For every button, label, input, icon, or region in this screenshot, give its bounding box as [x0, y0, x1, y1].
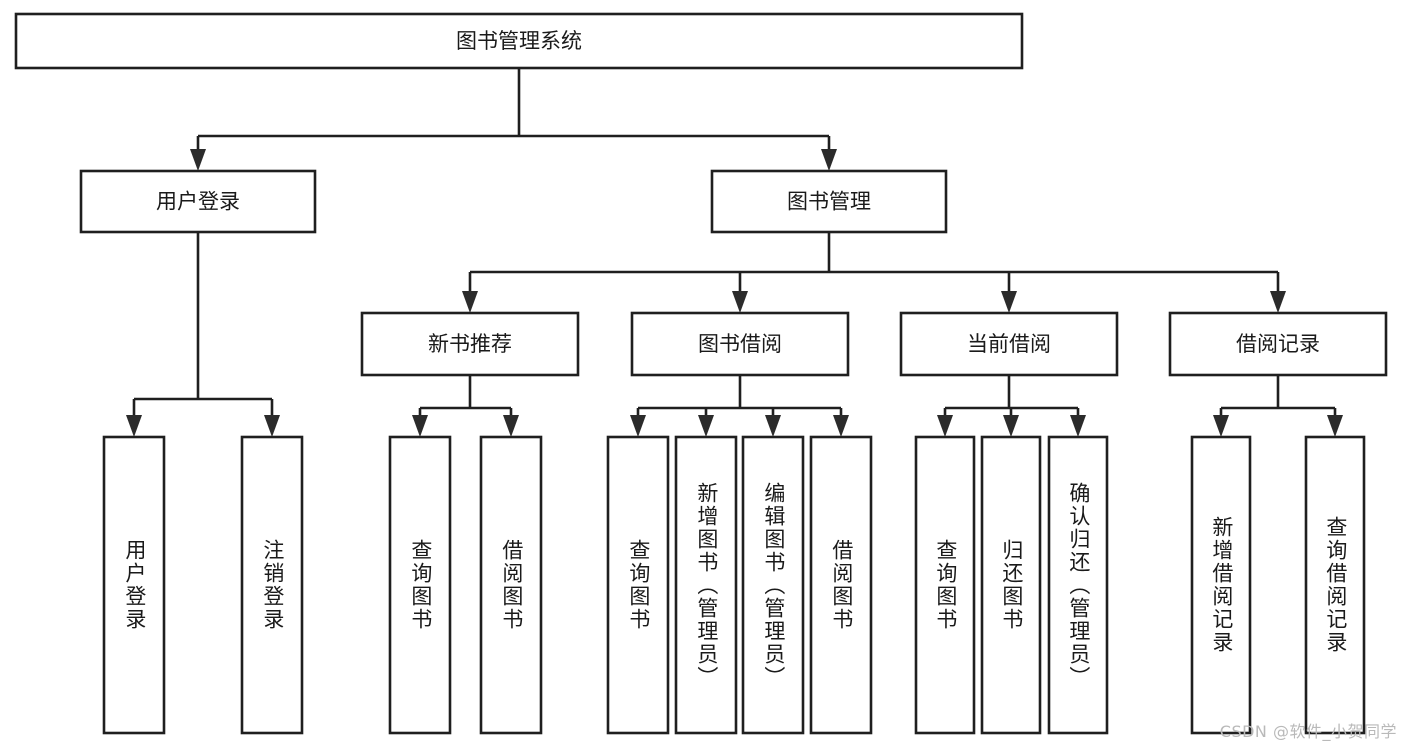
arrow-head-icon — [1327, 415, 1343, 437]
node-box-leaf-borrow-book[interactable] — [809, 435, 873, 735]
arrow-head-icon — [264, 415, 280, 437]
arrow-head-icon — [765, 415, 781, 437]
node-leaf-query-borrow-record[interactable] — [1304, 435, 1366, 735]
node-book-borrow[interactable]: 图书借阅 — [630, 311, 850, 377]
arrow-head-icon — [462, 291, 478, 313]
node-new-book-recommend[interactable]: 新书推荐 — [360, 311, 580, 377]
arrow-head-icon — [833, 415, 849, 437]
node-box-leaf-user-login[interactable] — [102, 435, 166, 735]
node-leaf-query-book-recommend[interactable] — [388, 435, 452, 735]
connector-layer — [126, 68, 1343, 437]
connector-group-root-to-level2 — [190, 68, 837, 171]
connector-group-new-book-recommend-to-leaves — [412, 375, 519, 437]
node-box-current-borrow[interactable] — [899, 311, 1119, 377]
node-label-user-login: 用户登录 — [156, 190, 240, 214]
node-label-borrow-record: 借阅记录 — [1236, 332, 1320, 356]
arrow-head-icon — [937, 415, 953, 437]
node-box-leaf-logout-login[interactable] — [240, 435, 304, 735]
node-current-borrow[interactable]: 当前借阅 — [899, 311, 1119, 377]
node-box-borrow-record[interactable] — [1168, 311, 1388, 377]
node-box-leaf-query-borrow-record[interactable] — [1304, 435, 1366, 735]
node-leaf-edit-book-admin[interactable] — [741, 435, 805, 735]
node-leaf-add-borrow-record[interactable] — [1190, 435, 1252, 735]
node-box-leaf-query-book-borrow[interactable] — [606, 435, 670, 735]
node-label-new-book-recommend: 新书推荐 — [428, 332, 512, 356]
node-box-new-book-recommend[interactable] — [360, 311, 580, 377]
node-label-book-manage: 图书管理 — [787, 190, 871, 214]
connector-group-borrow-record-to-leaves — [1213, 375, 1343, 437]
arrow-head-icon — [126, 415, 142, 437]
node-book-manage[interactable]: 图书管理 — [710, 169, 948, 234]
arrow-head-icon — [1213, 415, 1229, 437]
arrow-head-icon — [1270, 291, 1286, 313]
node-box-leaf-query-book-recommend[interactable] — [388, 435, 452, 735]
node-borrow-record[interactable]: 借阅记录 — [1168, 311, 1388, 377]
arrow-head-icon — [412, 415, 428, 437]
node-label-current-borrow: 当前借阅 — [967, 332, 1051, 356]
connector-group-current-borrow-to-leaves — [937, 375, 1086, 437]
node-leaf-borrow-book-recommend[interactable] — [479, 435, 543, 735]
node-leaf-user-login[interactable] — [102, 435, 166, 735]
node-leaf-return-book[interactable] — [980, 435, 1042, 735]
arrow-head-icon — [190, 149, 206, 171]
node-box-leaf-confirm-return-admin[interactable] — [1047, 435, 1109, 735]
node-label-root: 图书管理系统 — [456, 29, 582, 53]
node-box-book-manage[interactable] — [710, 169, 948, 234]
connector-group-book-borrow-to-leaves — [630, 375, 849, 437]
arrow-head-icon — [1003, 415, 1019, 437]
node-box-root[interactable] — [14, 12, 1024, 70]
node-leaf-query-book-current[interactable] — [914, 435, 976, 735]
node-box-leaf-add-borrow-record[interactable] — [1190, 435, 1252, 735]
node-box-leaf-add-book-admin[interactable] — [674, 435, 738, 735]
node-leaf-confirm-return-admin[interactable] — [1047, 435, 1109, 735]
node-leaf-add-book-admin[interactable] — [674, 435, 738, 735]
arrow-head-icon — [630, 415, 646, 437]
node-user-login[interactable]: 用户登录 — [79, 169, 317, 234]
node-root[interactable]: 图书管理系统 — [14, 12, 1024, 70]
arrow-head-icon — [821, 149, 837, 171]
arrow-head-icon — [503, 415, 519, 437]
connector-group-user-login-to-leaves — [126, 232, 280, 437]
node-leaf-logout-login[interactable] — [240, 435, 304, 735]
node-leaf-borrow-book[interactable] — [809, 435, 873, 735]
node-box-leaf-edit-book-admin[interactable] — [741, 435, 805, 735]
connector-group-book-manage-to-level3 — [462, 232, 1286, 313]
arrow-head-icon — [1001, 291, 1017, 313]
watermark-text: CSDN @软件_小贺同学 — [1219, 722, 1397, 741]
node-box-leaf-borrow-book-recommend[interactable] — [479, 435, 543, 735]
node-box-book-borrow[interactable] — [630, 311, 850, 377]
node-box-leaf-query-book-current[interactable] — [914, 435, 976, 735]
arrow-head-icon — [1070, 415, 1086, 437]
node-box-user-login[interactable] — [79, 169, 317, 234]
node-leaf-query-book-borrow[interactable] — [606, 435, 670, 735]
node-label-book-borrow: 图书借阅 — [698, 332, 782, 356]
node-box-leaf-return-book[interactable] — [980, 435, 1042, 735]
arrow-head-icon — [732, 291, 748, 313]
arrow-head-icon — [698, 415, 714, 437]
